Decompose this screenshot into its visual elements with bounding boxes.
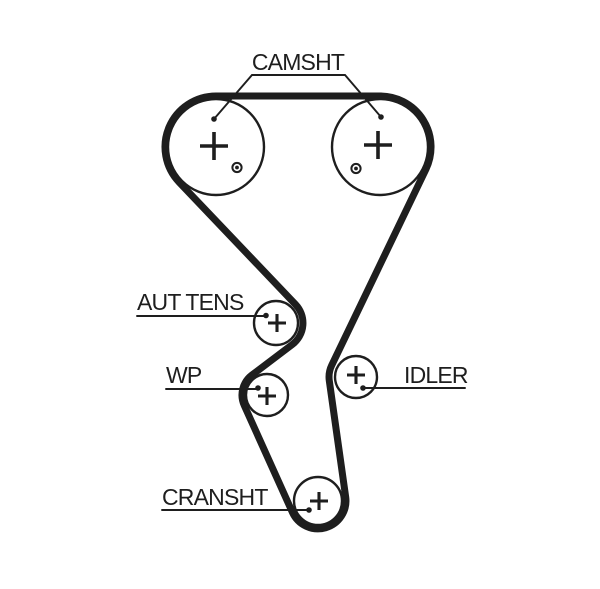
tensioner-center-cross-icon	[268, 314, 286, 332]
camshaft-leader-line	[213, 74, 382, 120]
water-pump-label: WP	[166, 362, 202, 388]
camshaft-left-center-cross-icon	[200, 132, 228, 160]
tensioner-label: AUT TENS	[137, 289, 244, 315]
camshaft-right-center-cross-icon	[364, 131, 392, 159]
water-pump-center-cross-icon	[258, 387, 276, 405]
idler-leader-dot	[360, 385, 366, 391]
camshaft-right-timing-mark-icon	[350, 162, 362, 175]
crankshaft-leader-dot	[306, 507, 312, 513]
camshaft-right-pulley	[330, 97, 430, 197]
timing-belt-path	[161, 92, 435, 533]
water-pump-leader-dot	[255, 385, 261, 391]
camshaft-label: CAMSHT	[252, 49, 345, 75]
camshaft-right-leader-dot	[378, 114, 384, 120]
camshaft-left-timing-mark-icon	[231, 161, 243, 174]
camshaft-left-leader-dot	[211, 116, 217, 122]
crankshaft-label: CRANSHT	[162, 484, 268, 510]
crankshaft-center-cross-icon	[310, 492, 328, 510]
idler-center-cross-icon	[347, 366, 365, 384]
tensioner-leader-dot	[263, 312, 269, 319]
idler-label: IDLER	[404, 362, 468, 388]
